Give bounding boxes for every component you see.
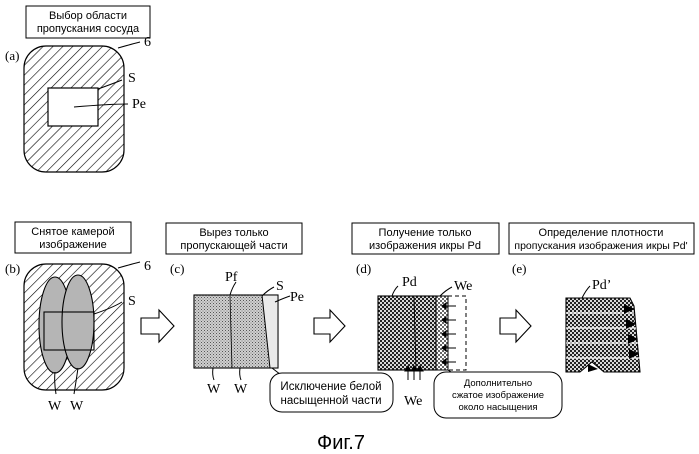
note-d-line1: Дополнительно xyxy=(464,378,532,389)
egg-mass-right xyxy=(62,275,94,369)
w-label-b-2: W xyxy=(70,399,84,414)
panel-a-label: (a) xyxy=(5,48,19,63)
panel-e-title-line1: Определение плотности xyxy=(539,227,664,239)
vessel-ref-leader-a xyxy=(118,42,140,48)
w-leader-c-1 xyxy=(213,368,214,380)
w-leader-c-2 xyxy=(240,368,241,380)
panel-d-title-line1: Получение только xyxy=(379,227,472,239)
vessel-ref-leader-b xyxy=(118,262,140,268)
panel-c-title-line1: Вырез только xyxy=(199,227,268,239)
vessel-ref-b: 6 xyxy=(144,259,151,274)
arrow-b-to-c xyxy=(141,310,174,342)
panel-e-title-line2: пропускания изображения икры Pd' xyxy=(514,240,687,252)
panel-a-title-line1: Выбор области xyxy=(49,10,127,22)
panel-b-title-line1: Снятое камерой xyxy=(31,226,114,238)
panel-c-title-line2: пропускающей части xyxy=(180,240,287,252)
pe-label-c: Pe xyxy=(290,290,304,305)
panel-b-label: (b) xyxy=(5,261,20,276)
s-label-a: S xyxy=(128,71,136,86)
note-d-line3: около насыщения xyxy=(459,402,538,413)
saturation-region-dashed xyxy=(448,296,466,370)
panel-b-title-line2: изображение xyxy=(39,239,107,251)
w-label-c-2: W xyxy=(234,382,248,397)
vessel-ref-a: 6 xyxy=(144,35,151,50)
panel-e-label: (e) xyxy=(512,261,526,276)
figure-caption: Фиг.7 xyxy=(317,432,365,454)
panel-d-label: (d) xyxy=(356,261,371,276)
pd-prime-label: Pd’ xyxy=(592,278,611,293)
panel-c-label: (c) xyxy=(170,261,184,276)
note-d-line2: сжатое изображение xyxy=(452,390,544,401)
egg-image-pd xyxy=(378,296,436,370)
transmission-area-a xyxy=(48,88,98,126)
note-c-line2: насыщенной части xyxy=(280,395,381,407)
pd-label: Pd xyxy=(402,275,417,290)
pd-prime-leader xyxy=(582,286,590,298)
we-label-top: We xyxy=(454,279,472,294)
note-c-line1: Исключение белой xyxy=(280,381,381,393)
w-label-b-1: W xyxy=(48,399,62,414)
arrow-c-to-d xyxy=(314,310,345,342)
panel-a-title-line2: пропускания сосуда xyxy=(37,23,140,35)
panel-e: Определение плотности пропускания изобра… xyxy=(509,223,694,372)
we-up-arrows xyxy=(405,366,423,380)
pe-label-a: Pe xyxy=(132,97,146,112)
s-label-b: S xyxy=(128,294,136,309)
s-label-c: S xyxy=(276,279,284,294)
we-top-leader xyxy=(440,287,452,296)
we-label-bottom: We xyxy=(404,394,422,409)
panel-a: Выбор области пропускания сосуда (a) 6 S… xyxy=(5,6,151,172)
pf-label: Pf xyxy=(225,270,238,285)
panel-b: Снятое камерой изображение (b) 6 S W W xyxy=(5,222,151,414)
w-label-c-1: W xyxy=(207,382,221,397)
panel-d-title-line2: изображения икры Pd xyxy=(369,240,481,252)
pd-leader xyxy=(392,286,398,296)
arrow-d-to-e xyxy=(500,310,531,342)
